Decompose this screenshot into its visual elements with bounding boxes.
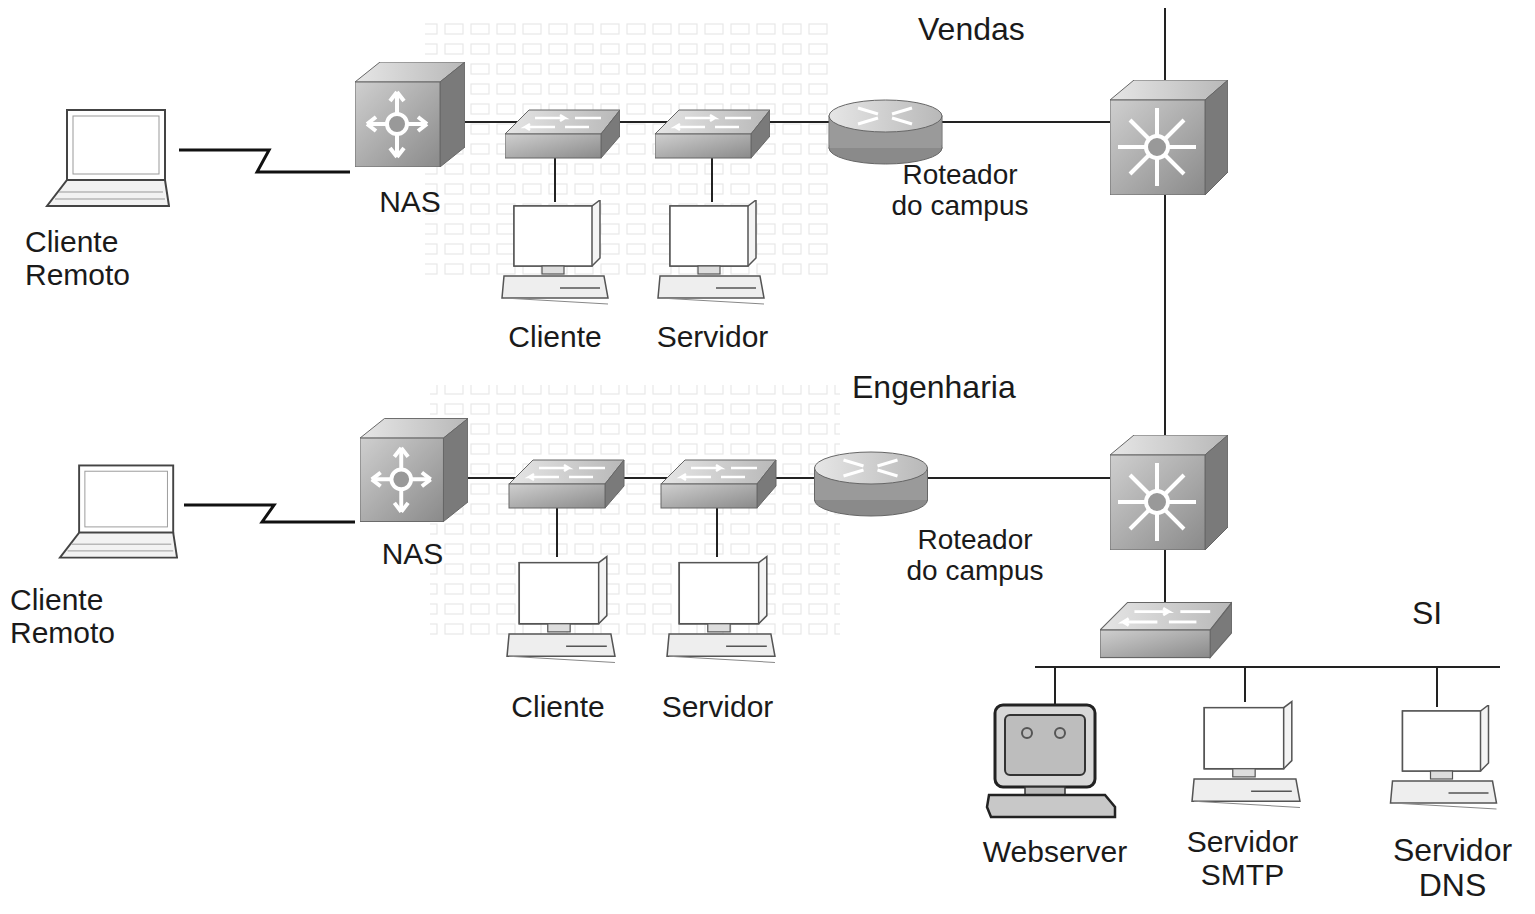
switch-icon (655, 110, 770, 158)
network-wires (465, 8, 1500, 707)
pc-icon (1391, 705, 1497, 809)
device-label: Cliente (495, 320, 615, 353)
server-node: Servidor SMTP (1175, 697, 1314, 907)
device-label: Cliente (498, 690, 618, 723)
server-node: Servidor (655, 550, 784, 730)
device-label: Cliente Remoto (25, 225, 175, 291)
server-node: Servidor (650, 195, 779, 360)
device-label: Servidor DNS (1375, 833, 1530, 903)
webserver-icon (987, 705, 1115, 817)
l3-switch-icon (1110, 80, 1228, 195)
serial-link (179, 150, 350, 172)
client-node: Cliente (495, 195, 619, 360)
laptop-node: Cliente Remoto (10, 455, 184, 660)
building-backdrop (430, 385, 840, 640)
switch-icon (1100, 602, 1232, 657)
building-backdrop (425, 15, 830, 275)
device-label: NAS (350, 185, 470, 218)
device-label: Servidor (655, 690, 780, 723)
pc-icon (507, 557, 615, 663)
server-node: Servidor DNS (1375, 700, 1534, 910)
serial-link (184, 505, 355, 522)
laptop-icon (60, 465, 177, 557)
router-node: Roteador do campus (808, 450, 1063, 610)
area-label: Engenharia (852, 370, 1016, 405)
nas-icon (360, 418, 468, 521)
pc-icon (658, 200, 764, 304)
nas-node: NAS (355, 415, 474, 575)
device-label: Cliente Remoto (10, 583, 180, 649)
area-label: Vendas (918, 12, 1025, 47)
device-label: Roteador do campus (900, 525, 1050, 587)
switch-icon (661, 460, 776, 508)
laptop-node: Cliente Remoto (25, 105, 179, 300)
device-label: Roteador do campus (890, 160, 1030, 222)
pc-icon (1192, 702, 1300, 808)
nas-icon (355, 62, 465, 167)
switch-icon (505, 110, 620, 158)
router-icon (815, 452, 928, 516)
device-label: Servidor (650, 320, 775, 353)
l3-switch-icon (1110, 435, 1228, 550)
device-label: Servidor SMTP (1175, 825, 1310, 891)
area-label: SI (1412, 596, 1442, 631)
pc-icon (502, 200, 608, 304)
router-icon (829, 100, 942, 164)
router-node: Roteador do campus (825, 95, 1055, 240)
webserver-node: Webserver (975, 700, 1139, 880)
device-label: NAS (355, 537, 470, 570)
switch-icon (509, 460, 624, 508)
client-node: Cliente (498, 550, 622, 730)
device-label: Webserver (975, 835, 1135, 868)
nas-node: NAS (350, 60, 474, 225)
pc-icon (667, 557, 775, 663)
laptop-icon (47, 110, 169, 206)
